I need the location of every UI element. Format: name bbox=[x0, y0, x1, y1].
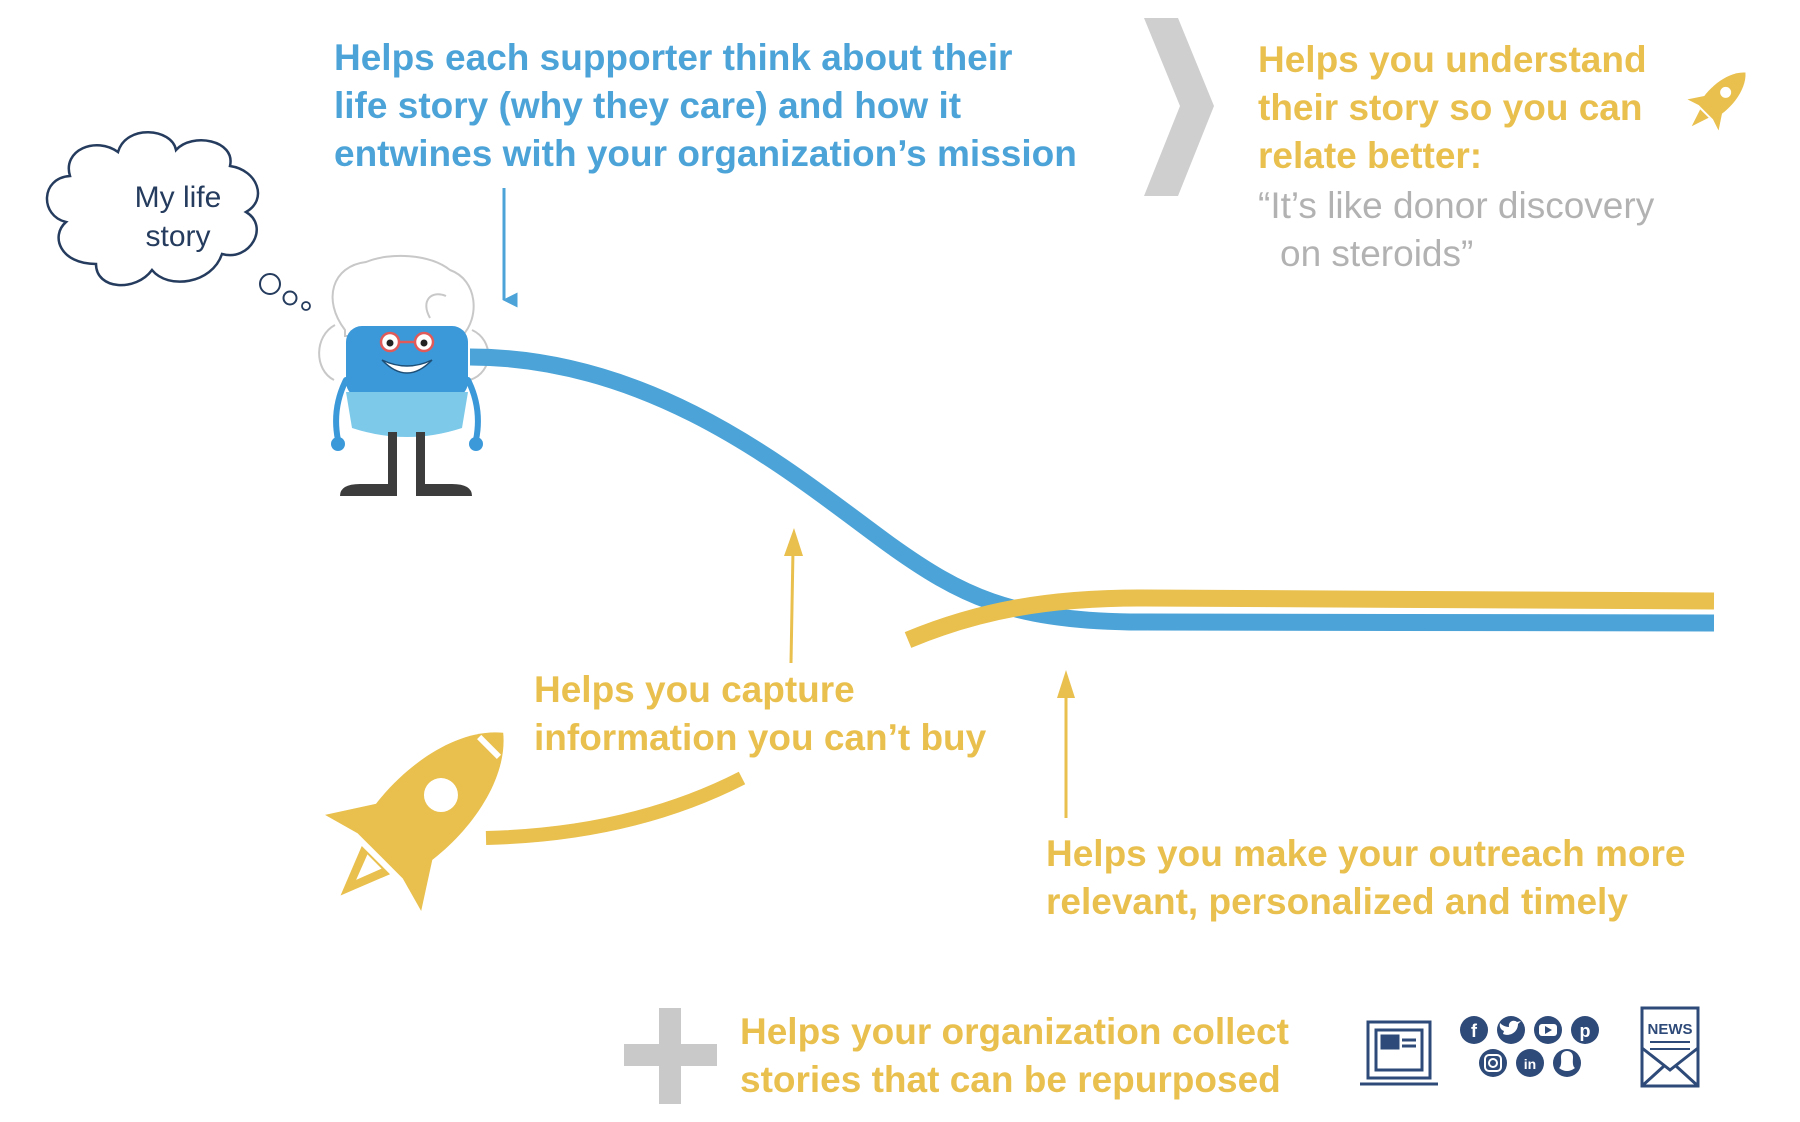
chevron-right-icon bbox=[1144, 18, 1214, 196]
instagram-icon bbox=[1479, 1049, 1507, 1077]
supporter-path-line bbox=[469, 348, 1715, 632]
donor-discovery-quote: “It’s like donor discovery on steroids” bbox=[1258, 185, 1655, 274]
thought-bubble-text: My life story bbox=[134, 181, 222, 253]
svg-text:p: p bbox=[1580, 1021, 1591, 1041]
capture-benefit-text: Helps you capture information you can’t … bbox=[534, 669, 987, 758]
organization-path-line bbox=[485, 771, 746, 845]
supporter-character-icon bbox=[318, 254, 490, 496]
youtube-icon bbox=[1534, 1016, 1562, 1044]
thought-cloud-icon bbox=[45, 131, 311, 311]
outreach-arrow bbox=[1057, 670, 1075, 818]
newsletter-icon: NEWS bbox=[1640, 1006, 1700, 1088]
outreach-benefit-text: Helps you make your outreach more releva… bbox=[1046, 833, 1686, 922]
organization-path-line-upper bbox=[904, 589, 1715, 648]
pinterest-icon: p bbox=[1571, 1016, 1599, 1044]
supporter-benefit-text: Helps each supporter think about their l… bbox=[334, 37, 1077, 174]
linkedin-icon: in bbox=[1516, 1049, 1544, 1077]
rocket-large-icon bbox=[325, 732, 504, 911]
computer-screen-icon bbox=[1360, 1020, 1438, 1086]
stories-benefit-text: Helps your organization collect stories … bbox=[740, 1011, 1289, 1100]
svg-text:f: f bbox=[1471, 1021, 1478, 1041]
rocket-small-icon bbox=[1687, 72, 1746, 131]
social-media-icons: f p in bbox=[1460, 1016, 1599, 1077]
plus-icon bbox=[624, 1008, 717, 1104]
snapchat-icon bbox=[1553, 1049, 1581, 1077]
svg-text:NEWS: NEWS bbox=[1648, 1021, 1693, 1038]
understand-benefit-text: Helps you understand their story so you … bbox=[1258, 39, 1647, 176]
twitter-icon bbox=[1497, 1016, 1525, 1044]
facebook-icon: f bbox=[1460, 1016, 1488, 1044]
capture-arrow bbox=[784, 528, 803, 664]
svg-text:in: in bbox=[1524, 1056, 1536, 1072]
